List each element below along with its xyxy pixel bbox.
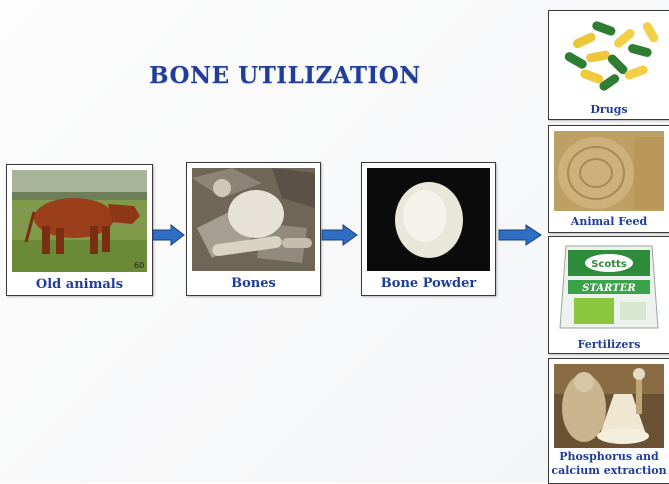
svg-text:60: 60 (134, 261, 144, 270)
old-animals-label: Old animals (7, 277, 152, 292)
bag-brand-text: Scotts (591, 259, 627, 270)
drugs-label: Drugs (549, 103, 669, 116)
fertilizers-card: Scotts STARTER Fertilizers (548, 236, 669, 354)
animal-feed-card: Animal Feed (548, 125, 669, 233)
lab-extraction-photo (554, 364, 664, 448)
capsules-photo (554, 16, 664, 96)
old-animals-card: 60 Old animals (6, 164, 153, 296)
bone-powder-photo (367, 168, 490, 271)
phosphorus-label-line2: calcium extraction (549, 464, 669, 477)
arrow-right-icon (152, 224, 185, 246)
phosphorus-label-line1: Phosphorus and (549, 450, 669, 463)
arrow-right-icon (321, 224, 358, 246)
animal-feed-label: Animal Feed (549, 215, 669, 228)
phosphorus-card: Phosphorus and calcium extraction (548, 358, 669, 484)
bones-photo (192, 168, 315, 271)
fertilizer-bag-photo: Scotts STARTER (554, 242, 664, 332)
bones-label: Bones (187, 276, 320, 291)
bone-powder-card: Bone Powder (361, 162, 496, 296)
drugs-card: Drugs (548, 10, 669, 120)
hay-bale-photo (554, 131, 664, 211)
fertilizers-label: Fertilizers (549, 338, 669, 351)
bag-product-text: STARTER (582, 283, 635, 294)
bones-card: Bones (186, 162, 321, 296)
slide-title: BONE UTILIZATION (60, 62, 510, 89)
cow-photo: 60 (12, 170, 147, 272)
arrow-right-icon (498, 224, 542, 246)
bone-powder-label: Bone Powder (362, 276, 495, 291)
